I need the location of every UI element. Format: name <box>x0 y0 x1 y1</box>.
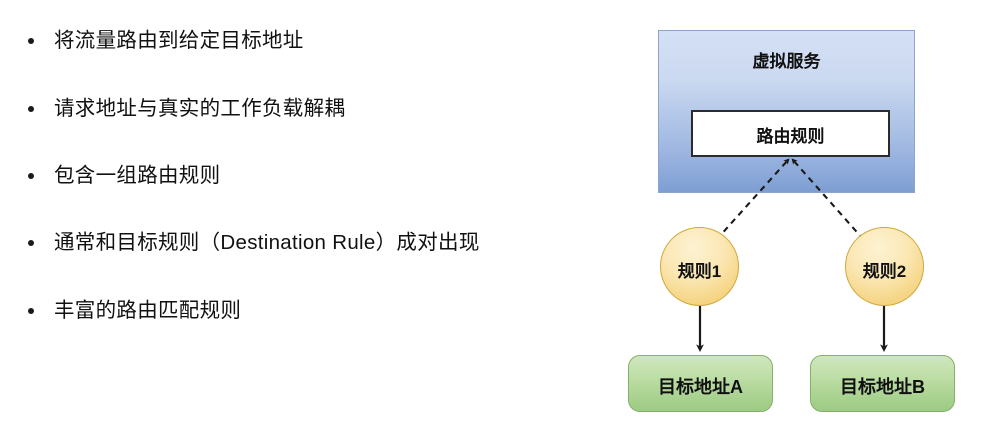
bullet-point-icon <box>28 302 54 317</box>
rule-node-2 <box>845 227 924 306</box>
list-item-label: 包含一组路由规则 <box>54 164 221 187</box>
list-item-label: 将流量路由到给定目标地址 <box>54 29 304 52</box>
bullet-point-icon <box>28 32 54 47</box>
bullet-point-icon <box>28 100 54 115</box>
list-item: 通常和目标规则（Destination Rule）成对出现 <box>28 231 480 256</box>
list-item: 将流量路由到给定目标地址 <box>28 29 304 54</box>
list-item: 包含一组路由规则 <box>28 164 220 189</box>
route-rule-box <box>691 110 890 157</box>
list-item-label: 丰富的路由匹配规则 <box>54 299 242 322</box>
rule-node-1 <box>660 227 739 306</box>
destination-box-b <box>810 355 955 412</box>
list-item-label: 请求地址与真实的工作负载解耦 <box>54 97 346 120</box>
bullet-point-icon <box>28 167 54 182</box>
list-item: 请求地址与真实的工作负载解耦 <box>28 97 345 122</box>
connector-rule2-to-route-rule <box>791 158 872 249</box>
connector-rule1-to-route-rule <box>708 158 790 249</box>
connector-layer <box>696 158 888 353</box>
bullet-point-icon <box>28 234 54 249</box>
bullet-list: 将流量路由到给定目标地址 请求地址与真实的工作负载解耦 包含一组路由规则 通常和… <box>0 0 615 430</box>
architecture-diagram: 虚拟服务 路由规则 规则1 规则2 目标地址A 目标地址B <box>615 0 990 430</box>
destination-box-a <box>628 355 773 412</box>
list-item-label: 通常和目标规则（Destination Rule）成对出现 <box>54 231 480 254</box>
list-item: 丰富的路由匹配规则 <box>28 299 241 324</box>
